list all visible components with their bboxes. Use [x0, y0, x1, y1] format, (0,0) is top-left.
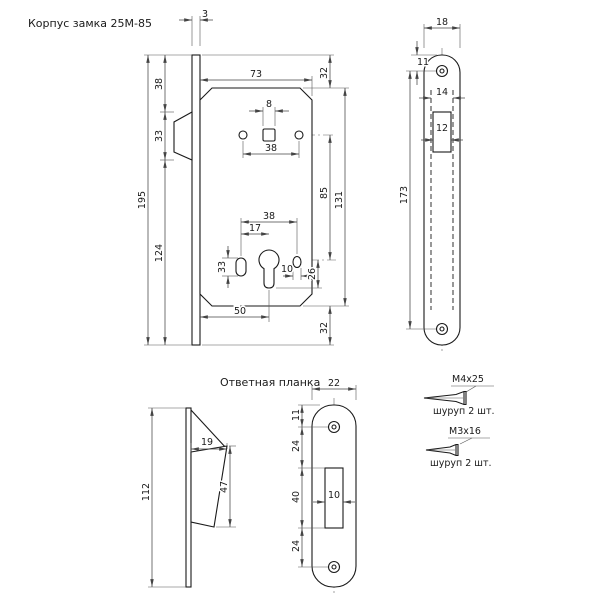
dim-strike-screw-offset: 11	[291, 409, 302, 421]
dim-latch-slot-width: 12	[436, 123, 448, 134]
dim-lip-height: 47	[219, 481, 230, 493]
dim-centers-distance: 85	[319, 187, 330, 199]
dim-screw-hole-offset: 11	[417, 57, 429, 68]
strike-side-view: 19 47 112	[140, 407, 236, 588]
dim-backset: 50	[234, 306, 246, 317]
dim-right-top: 32	[319, 67, 330, 79]
left-slot-hole	[235, 257, 247, 277]
strike-screw-hole-top	[327, 420, 341, 434]
screw-hole-top	[435, 64, 449, 78]
dim-strike-opening-height: 40	[291, 491, 302, 503]
faceplate-front	[191, 54, 201, 346]
screw-m3x16: M3x16 шуруп 2 шт.	[425, 426, 492, 469]
dim-right-hole: 10	[281, 264, 293, 275]
faceplate-side	[423, 54, 461, 346]
screw-2-label: M3x16	[449, 426, 481, 437]
strike-screw-hole-bottom	[327, 560, 341, 574]
dim-lip-depth: 19	[201, 437, 213, 448]
latch-opening	[432, 111, 452, 153]
dim-cylinder-offset: 26	[307, 268, 318, 280]
spindle-square-hole	[262, 128, 276, 142]
dimension-lines	[144, 16, 349, 346]
dim-strike-width: 22	[328, 378, 340, 389]
handle-hole-right	[294, 130, 304, 140]
strike-bend-line	[190, 409, 228, 450]
dim-cylinder-span: 38	[263, 211, 275, 222]
dim-right-bottom: 32	[319, 322, 330, 334]
dimension-lines	[298, 385, 357, 568]
drawing-title: Корпус замка 25М-85	[28, 17, 152, 30]
dimension-lines	[406, 24, 465, 330]
dim-left-slot-height: 33	[217, 261, 228, 273]
strike-front-view: Ответная планка 22 11	[220, 376, 357, 594]
strike-opening	[324, 467, 344, 529]
dim-body-height: 131	[334, 191, 345, 209]
dim-faceplate-width: 18	[436, 17, 448, 28]
strike-plate-title: Ответная планка	[220, 376, 320, 389]
strike-plate-side	[185, 407, 192, 588]
dim-left-top: 38	[154, 78, 165, 90]
euro-cylinder-hole	[258, 249, 280, 289]
lock-side-view: 18 11 14 12 173	[398, 16, 465, 352]
dim-screw-holes-span: 173	[399, 186, 410, 204]
screw-2-note: шуруп 2 шт.	[430, 458, 492, 469]
dim-body-width: 73	[250, 69, 262, 80]
dim-case-width: 14	[436, 87, 448, 98]
dim-faceplate-thickness: 3	[202, 9, 208, 20]
dim-latch-height: 33	[154, 130, 165, 142]
screw-1-label: M4x25	[452, 374, 484, 385]
screw-hole-bottom	[435, 322, 449, 336]
dim-cylinder-half-span: 17	[249, 223, 261, 234]
screws-legend: M4x25 шуруп 2 шт. M3x16 шуруп 2 шт.	[423, 374, 495, 469]
screw-1-note: шуруп 2 шт.	[433, 406, 495, 417]
screw-m4x25: M4x25 шуруп 2 шт.	[423, 374, 495, 417]
dim-strike-opening-width: 10	[328, 490, 340, 501]
handle-hole-left	[238, 130, 248, 140]
right-slot-hole	[292, 255, 302, 269]
dim-strike-height: 112	[141, 483, 152, 501]
strike-plate	[311, 404, 357, 588]
dim-strike-lower-gap: 24	[291, 540, 302, 552]
lock-front-view: 3 73 8 38 38 17 33 10 26 50 38 33 124 19…	[136, 8, 349, 346]
dim-left-bottom: 124	[154, 244, 165, 262]
dim-faceplate-height: 195	[137, 191, 148, 209]
latch-bolt	[173, 111, 193, 161]
dim-strike-upper-gap: 24	[291, 440, 302, 452]
dim-spindle-square: 8	[266, 99, 272, 110]
dimension-lines	[148, 407, 236, 588]
dim-handle-hole-span: 38	[265, 143, 277, 154]
